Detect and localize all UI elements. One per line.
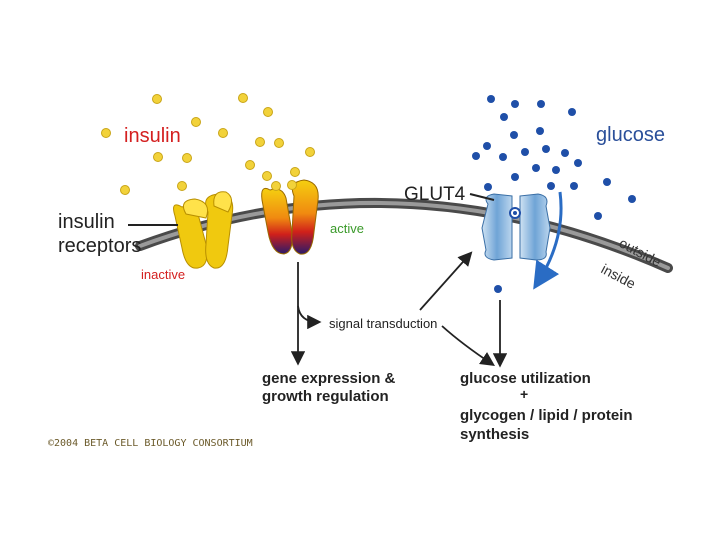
glucose-utilization-label: glucose utilization [460, 370, 591, 387]
inactive-label: inactive [141, 267, 185, 282]
insulin-label: insulin [124, 125, 181, 147]
inside-label: inside [599, 261, 639, 292]
glut4-transporter [481, 193, 551, 261]
gene-expression-line1: gene expression & [262, 370, 396, 387]
active-label: active [330, 221, 364, 236]
inactive-insulin-receptor [173, 191, 234, 269]
glucose-transport-arrow [533, 191, 563, 290]
copyright-credit: ©2004 BETA CELL BIOLOGY CONSORTIUM [48, 438, 253, 449]
glucose-molecules [472, 95, 636, 293]
outside-label: outside [617, 235, 665, 270]
glut4-leader-line [469, 193, 495, 201]
insulin-molecules [101, 93, 315, 195]
plus-sign: + [520, 386, 528, 402]
signal-arrows [290, 251, 508, 368]
glut4-label: GLUT4 [404, 184, 466, 205]
glucose-label: glucose [596, 124, 665, 146]
active-insulin-receptor [261, 179, 319, 255]
glycogen-line1: glycogen / lipid / protein [460, 407, 633, 424]
signal-transduction-label: signal transduction [329, 316, 437, 331]
glycogen-line2: synthesis [460, 426, 529, 443]
receptors-label-line1: insulin [58, 211, 115, 233]
receptors-label-line2: receptors [58, 235, 141, 257]
gene-expression-line2: growth regulation [262, 388, 389, 405]
